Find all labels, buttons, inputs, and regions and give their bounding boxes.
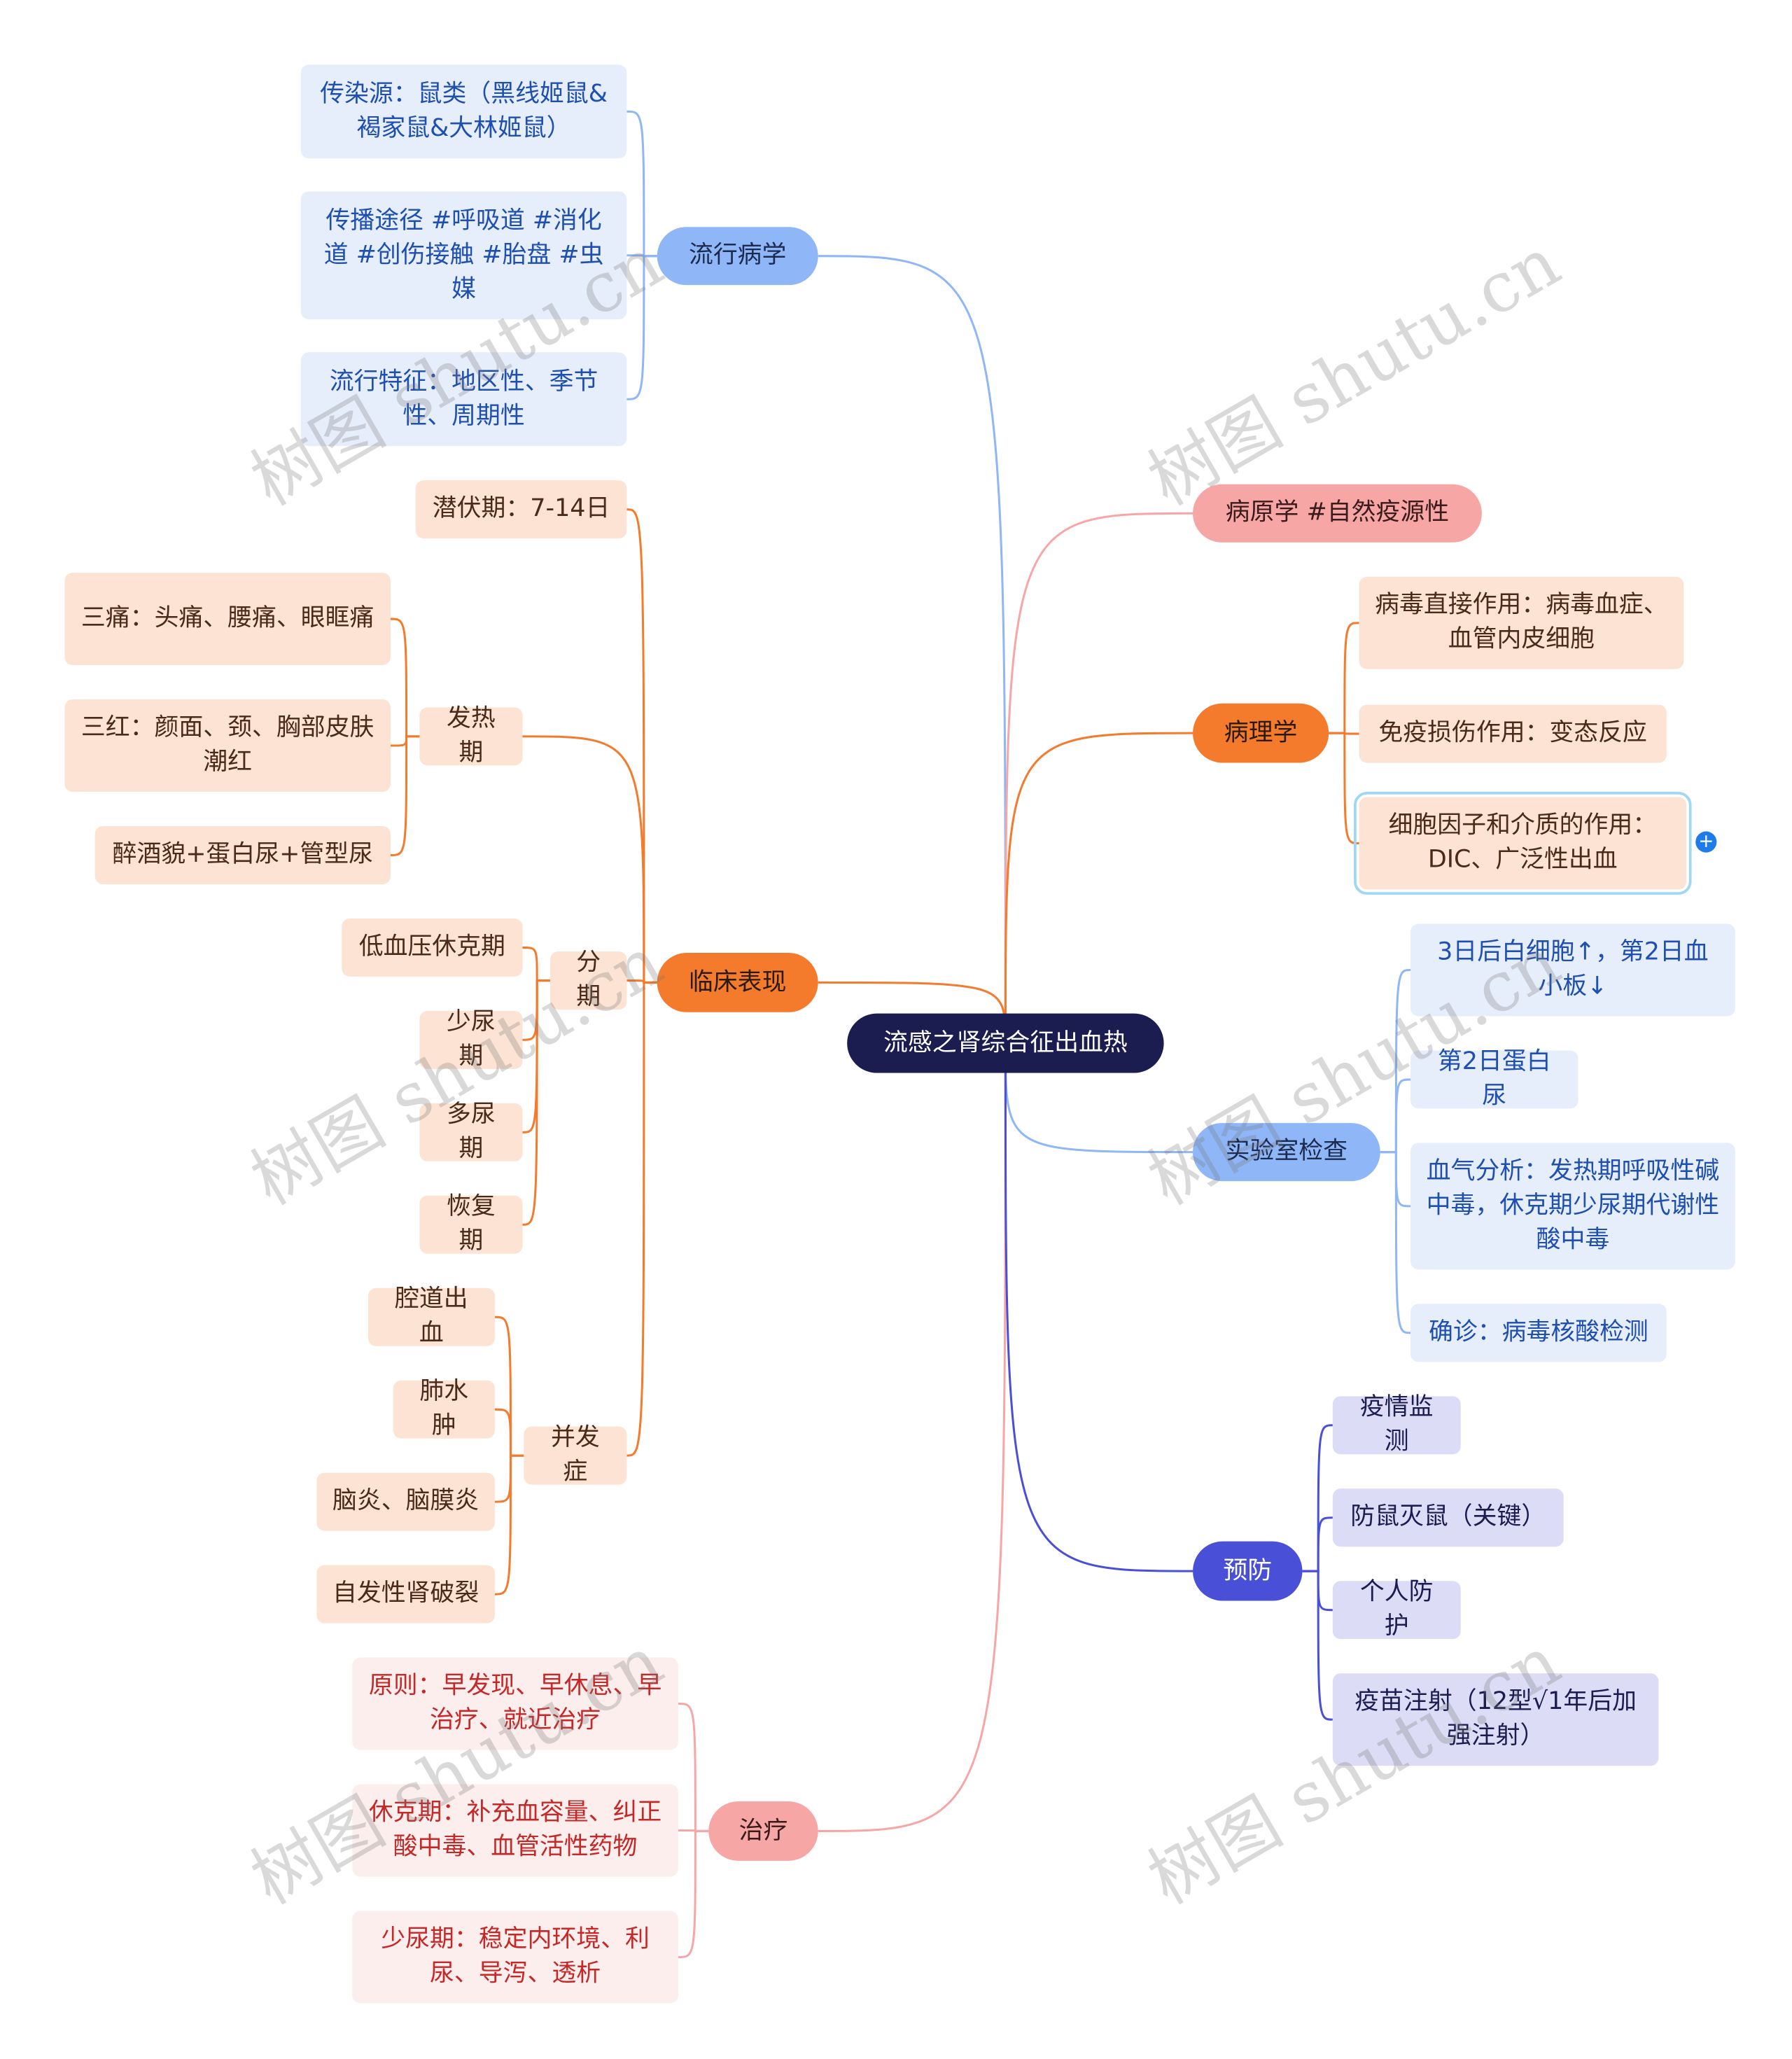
complication-item[interactable]: 脑炎、脑膜炎 [316,1472,495,1531]
connector-line [494,1454,524,1503]
fever-three-pains[interactable]: 三痛：头痛、腰痛、眼眶痛 [64,573,391,666]
connector-line [818,1042,1007,1832]
connector-line [626,981,657,1457]
stage-item[interactable]: 多尿期 [419,1101,523,1163]
connector-line [522,735,657,984]
complications[interactable]: 并发症 [524,1424,627,1486]
fever-stage[interactable]: 发热期 [419,705,523,767]
connector-line [1004,1042,1194,1572]
branch-etiology[interactable]: 病原学 #自然疫源性 [1193,484,1482,543]
connector-line [1302,1570,1333,1721]
complication-item[interactable]: 自发性肾破裂 [316,1565,495,1624]
prevention-item[interactable]: 疫情监测 [1332,1394,1461,1456]
lab-item[interactable]: 第2日蛋白尿 [1410,1048,1578,1110]
connector-line [1302,1516,1333,1572]
branch-treatment[interactable]: 治疗 [708,1801,818,1861]
connector-line [818,255,1007,1043]
connector-line [522,979,551,1226]
fever-three-reds[interactable]: 三红：颜面、颈、胸部皮肤潮红 [64,699,391,792]
pathology-item-selected[interactable]: 细胞因子和介质的作用：DIC、广泛性出血 [1354,792,1692,895]
lab-item[interactable]: 血气分析：发热期呼吸性碱中毒，休克期少尿期代谢性酸中毒 [1410,1143,1735,1270]
connector-line [1004,512,1194,1043]
complication-item[interactable]: 肺水肿 [393,1378,495,1440]
connector-line [626,508,657,984]
connector-line [494,1315,524,1457]
stage-item[interactable]: 恢复期 [419,1193,523,1255]
treatment-principle[interactable]: 原则：早发现、早休息、早治疗、就近治疗 [352,1657,678,1750]
prevention-item[interactable]: 疫苗注射（12型√1年后加强注射） [1332,1673,1659,1766]
connector-line [494,1408,524,1457]
expand-plus-icon[interactable]: + [1695,831,1717,853]
pathology-item[interactable]: 免疫损伤作用：变态反应 [1359,704,1667,763]
connector-line [626,255,657,400]
branch-clinical[interactable]: 临床表现 [657,952,818,1012]
epidemiology-features[interactable]: 流行特征：地区性、季节性、周期性 [300,352,627,447]
branch-prevention[interactable]: 预防 [1193,1541,1303,1601]
fever-drunk-look[interactable]: 醉酒貌+蛋白尿+管型尿 [94,826,391,884]
connector-line [390,735,420,747]
stage-item[interactable]: 少尿期 [419,1008,523,1070]
connector-line [1380,1151,1411,1334]
connector-line [1004,732,1194,1043]
connector-line [522,946,551,982]
branch-epidemiology[interactable]: 流行病学 [657,227,818,286]
epidemiology-route[interactable]: 传播途径 #呼吸道 #消化道 #创伤接触 #胎盘 #虫媒 [300,191,627,320]
branch-lab[interactable]: 实验室检查 [1193,1123,1380,1182]
connector-line [494,1454,524,1596]
incubation-period[interactable]: 潜伏期：7-14日 [415,480,627,539]
connector-line [1380,1078,1411,1154]
root-node[interactable]: 流感之肾综合征出血热 [847,1013,1164,1073]
connector-line [678,1703,709,1832]
connector-line [390,617,420,738]
complication-item[interactable]: 腔道出血 [368,1285,495,1348]
connector-line [1329,732,1359,845]
connector-line [678,1829,709,1958]
pathology-item[interactable]: 病毒直接作用：病毒血症、血管内皮细胞 [1359,576,1684,669]
stages[interactable]: 分期 [550,949,627,1011]
prevention-item[interactable]: 防鼠灭鼠（关键） [1332,1488,1564,1547]
prevention-item[interactable]: 个人防护 [1332,1578,1461,1640]
connector-line [1329,622,1359,734]
lab-item[interactable]: 确诊：病毒核酸检测 [1410,1304,1667,1362]
connector-line [626,110,657,258]
stage-item[interactable]: 低血压休克期 [342,918,523,977]
connector-line [390,735,420,856]
treatment-shock[interactable]: 休克期：补充血容量、纠正酸中毒、血管活性药物 [352,1784,678,1877]
epidemiology-source[interactable]: 传染源：鼠类（黑线姬鼠&褐家鼠&大林姬鼠） [300,64,627,159]
lab-item[interactable]: 3日后白细胞↑，第2日血小板↓ [1410,923,1735,1017]
treatment-oliguria[interactable]: 少尿期：稳定内环境、利尿、导泻、透析 [352,1911,678,2004]
branch-pathology[interactable]: 病理学 [1193,703,1329,763]
